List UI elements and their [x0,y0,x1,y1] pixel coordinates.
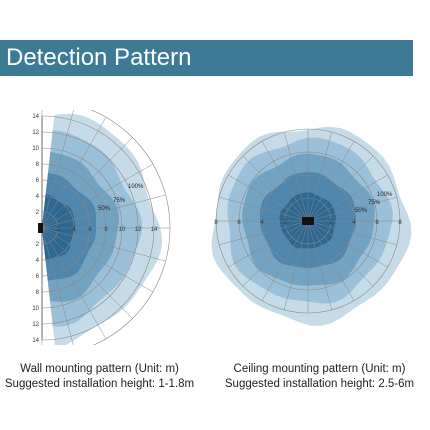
wall-x-tick-label: 2 [56,227,60,233]
wall-x-tick-label: 12 [135,227,142,233]
wall-y-tick-label: 2 [36,242,40,248]
wall-y-tick-label: 2 [36,210,40,216]
page-title: Detection Pattern [6,44,192,71]
wall-y-tick-label: 4 [36,194,40,200]
ceiling-detection-zones [211,126,412,326]
wall-zone-4 [42,194,76,261]
wall-grid-ray [41,194,166,229]
section-header-banner: Detection Pattern [0,40,413,76]
ceiling-x-tick-label: 8 [398,220,402,226]
wall-grid-ray [41,163,154,229]
wall-zone-label: 50% [98,206,111,212]
wall-y-tick-label: 6 [36,178,40,184]
ceiling-zone-label: 50% [355,208,368,214]
ceiling-x-tick-label: 8 [214,220,218,226]
ceiling-tick-labels: 8 6 4 2 2 4 6 8 100% 75%50% [214,192,402,226]
wall-x-tick-label: 14 [151,227,158,233]
wall-grid-ray [41,110,74,229]
wall-polar-grid [38,110,171,345]
ceiling-x-tick-label: 6 [237,220,241,226]
wall-x-tick-label: 4 [72,227,76,233]
wall-y-tick-label: 8 [36,290,40,296]
ceiling-x-tick-label: 4 [260,220,264,226]
wall-y-tick-label: 8 [36,162,40,168]
wall-caption: Wall mounting pattern (Unit: m) Suggeste… [0,362,207,392]
ceiling-caption: Ceiling mounting pattern (Unit: m) Sugge… [212,362,427,392]
wall-grid-ray [41,137,133,229]
wall-x-tick-label: 6 [88,227,92,233]
ceiling-caption-height: Suggested installation height: 2.5-6m [224,378,415,390]
ceiling-sensor-icon [302,217,314,225]
wall-tick-labels: 14 12 10 8 6 4 2 2 4 6 8 10 12 14 2 4 6 8 10 12 14 100% 75%50% [32,114,158,344]
wall-y-tick-label: 4 [36,258,40,264]
wall-sensor-icon [38,223,43,233]
wall-caption-title: Wall mounting pattern (Unit: m) [20,363,179,375]
ceiling-zone-label: 100% [377,192,393,198]
wall-y-tick-label: 10 [32,306,39,312]
wall-grid-ray [41,227,166,262]
wall-grid-ray [41,227,154,293]
wall-y-tick-label: 12 [32,322,39,328]
wall-y-tick-label: 14 [32,338,39,344]
wall-caption-height: Suggested installation height: 1-1.8m [4,378,195,390]
ceiling-polar-grid [215,128,401,314]
wall-grid-ray [41,227,74,345]
wall-y-tick-label: 10 [32,146,39,152]
wall-zone-label: 100% [128,184,144,190]
wall-x-tick-label: 8 [104,227,108,233]
ceiling-mounting-pattern-diagram: 8 6 4 2 2 4 6 8 100% 75%50% [211,126,412,326]
wall-grid-ray [41,227,107,340]
wall-x-tick-label: 10 [119,227,126,233]
wall-grid-ray [41,227,133,319]
wall-detection-zones [42,113,163,345]
ceiling-x-tick-label: 2 [329,220,333,226]
ceiling-x-tick-label: 2 [283,220,287,226]
wall-y-tick-label: 14 [32,114,39,120]
wall-zone-label: 75% [113,198,126,204]
ceiling-zone-label: 75% [368,200,381,206]
wall-mounting-pattern-diagram: 14 12 10 8 6 4 2 2 4 6 8 10 12 14 2 4 6 8 10 12 14 100% 75%50% [32,110,171,345]
ceiling-x-tick-label: 6 [375,220,379,226]
wall-grid-ray [41,116,107,229]
wall-y-tick-label: 12 [32,130,39,136]
ceiling-caption-title: Ceiling mounting pattern (Unit: m) [233,363,406,375]
wall-y-tick-label: 6 [36,274,40,280]
ceiling-x-tick-label: 4 [352,220,356,226]
